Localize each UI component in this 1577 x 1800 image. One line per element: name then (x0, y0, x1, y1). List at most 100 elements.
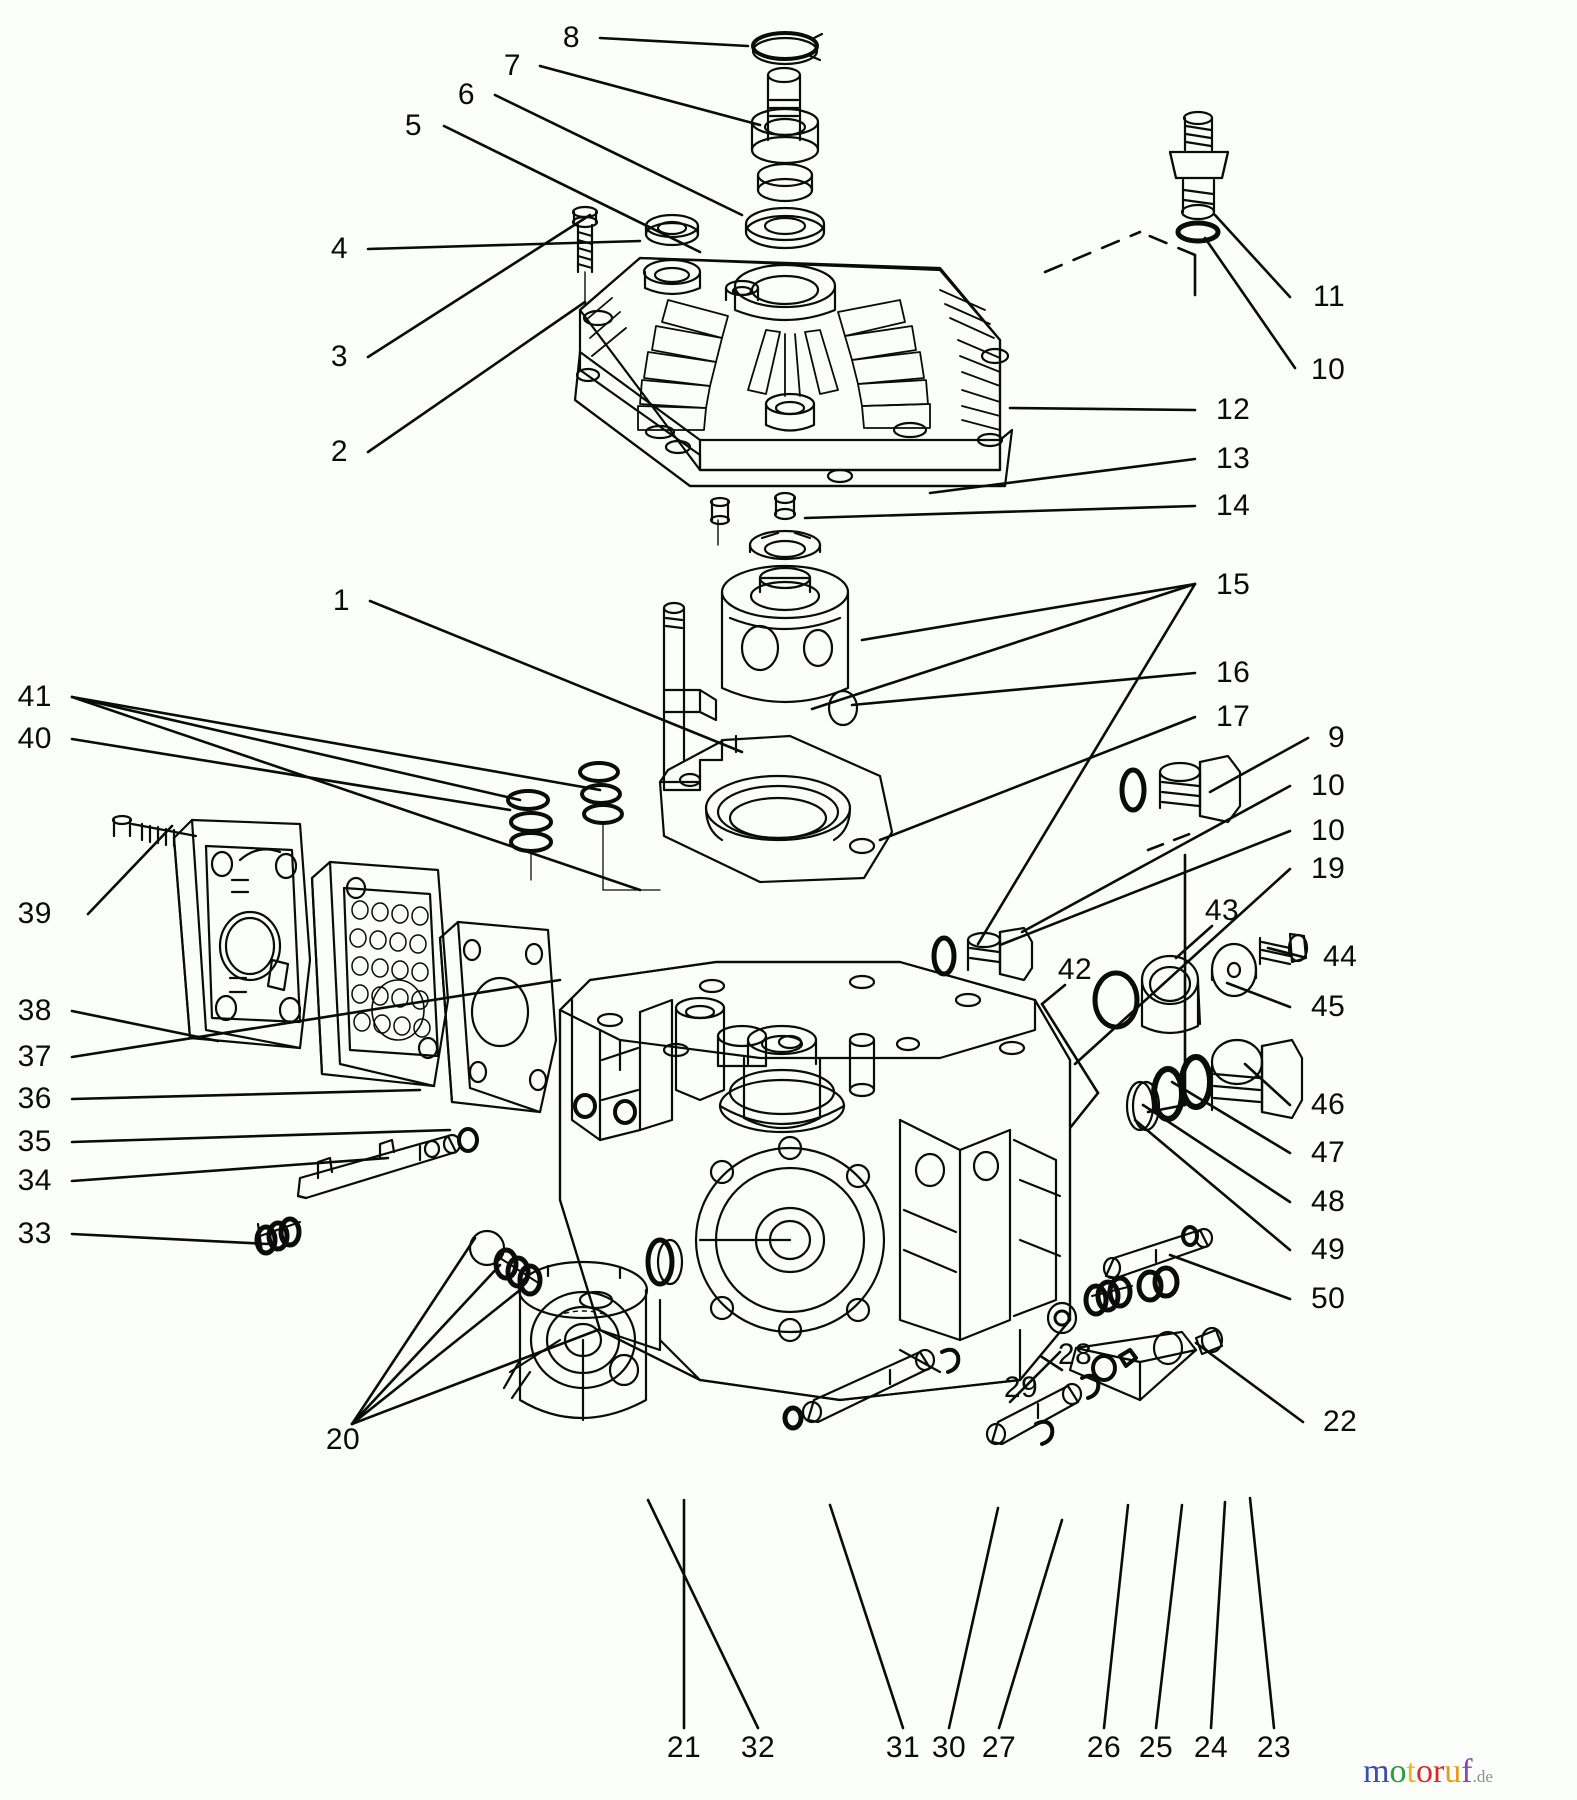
part-spring-33 (254, 1216, 302, 1256)
callout-number-9: 9 (1328, 721, 1346, 754)
callout-number-20: 20 (325, 1423, 361, 1456)
part-oring-10-top (1175, 220, 1221, 244)
part-spring-28 (1083, 1265, 1180, 1317)
watermark-letter: m (1363, 1753, 1390, 1790)
callout-number-47: 47 (1311, 1136, 1346, 1169)
part-seal-ring-3 (644, 213, 700, 247)
callout-number-8: 8 (562, 21, 580, 54)
watermark-letter: u (1444, 1753, 1462, 1790)
callout-number-29: 29 (1003, 1371, 1039, 1404)
part-retaining-ring-30 (940, 1347, 961, 1374)
part-relief-valve-46 (1125, 1038, 1304, 1132)
callout-number-37: 37 (17, 1040, 52, 1073)
part-plug-9 (1119, 754, 1242, 824)
callout-number-30: 30 (931, 1731, 967, 1764)
callout-number-25: 25 (1138, 1731, 1174, 1764)
part-snap-ring-8 (751, 31, 824, 66)
site-watermark: motoruf.de (1363, 1755, 1493, 1789)
callout-number-36: 36 (17, 1082, 52, 1115)
callout-number-11: 11 (1313, 280, 1346, 313)
callout-number-3: 3 (330, 340, 348, 373)
callout-number-46: 46 (1311, 1088, 1346, 1121)
callout-number-38: 38 (17, 994, 52, 1027)
callout-number-21: 21 (666, 1731, 702, 1764)
callout-number-15: 15 (1216, 568, 1251, 601)
watermark-letter: o (1389, 1753, 1407, 1790)
callout-number-13: 13 (1216, 442, 1251, 475)
callout-number-50: 50 (1311, 1282, 1346, 1315)
part-pin-13 (709, 496, 731, 546)
watermark-letter: t (1406, 1753, 1416, 1790)
part-washer-29 (1046, 1301, 1078, 1335)
part-hose-fitting-11 (1168, 110, 1230, 221)
watermark-tld: .de (1472, 1767, 1493, 1786)
part-spring-ball-20 (468, 1229, 543, 1297)
part-shaft-27 (985, 1382, 1083, 1446)
part-seal-ring-21 (645, 1237, 684, 1287)
callout-number-14: 14 (1216, 489, 1251, 522)
callout-number-6: 6 (457, 78, 475, 111)
callout-number-1: 1 (332, 584, 350, 617)
callout-number-22: 22 (1323, 1405, 1358, 1438)
part-input-shaft-7 (766, 66, 802, 142)
part-bolt-4 (571, 205, 599, 311)
callout-number-2: 2 (330, 435, 348, 468)
callout-number-23: 23 (1256, 1731, 1292, 1764)
part-thrust-washer-15 (748, 529, 822, 561)
part-bolt-39 (111, 814, 198, 848)
callout-number-42: 42 (1057, 953, 1093, 986)
callout-number-10: 10 (1311, 769, 1346, 802)
watermark-letter: o (1415, 1753, 1433, 1790)
part-bearing-6 (750, 107, 820, 203)
callout-number-5: 5 (404, 109, 422, 142)
callout-number-31: 31 (885, 1731, 921, 1764)
callout-number-16: 16 (1216, 656, 1251, 689)
callout-number-7: 7 (503, 49, 521, 82)
callout-number-24: 24 (1193, 1731, 1229, 1764)
callout-number-45: 45 (1311, 990, 1346, 1023)
callout-number-17: 17 (1216, 700, 1251, 733)
part-orings-40-41 (506, 761, 661, 891)
callout-number-27: 27 (981, 1731, 1017, 1764)
callout-number-34: 34 (17, 1164, 52, 1197)
callout-number-12: 12 (1216, 393, 1251, 426)
callout-number-28: 28 (1057, 1338, 1093, 1371)
callout-number-26: 26 (1086, 1731, 1122, 1764)
callout-number-43: 43 (1204, 894, 1240, 927)
part-clutch-shaft-22 (1068, 1326, 1224, 1402)
part-bolt-44 (1258, 932, 1309, 966)
callout-number-35: 35 (17, 1125, 52, 1158)
part-pin-14 (773, 491, 797, 521)
part-swash-plate-17 (658, 734, 894, 884)
watermark-letter: f (1461, 1753, 1473, 1790)
callout-number-48: 48 (1311, 1185, 1346, 1218)
part-seal-5 (744, 206, 826, 250)
callout-number-40: 40 (17, 722, 52, 755)
part-retaining-ring-27b (1034, 1373, 1101, 1446)
part-ball-16 (827, 689, 859, 727)
part-oring-42 (1092, 970, 1140, 1030)
callout-number-10: 10 (1311, 814, 1346, 847)
callout-number-19: 19 (1311, 852, 1346, 885)
part-control-shaft-1 (658, 601, 718, 792)
part-washer-45 (1210, 942, 1258, 998)
callout-number-10: 10 (1311, 353, 1346, 386)
part-pump-rotor-20 (502, 1260, 649, 1422)
part-transaxle-case-19 (558, 960, 1072, 1402)
part-control-rod-34 (296, 1127, 479, 1200)
callout-number-41: 41 (17, 680, 52, 713)
watermark-letter: r (1432, 1753, 1445, 1790)
callout-number-4: 4 (330, 232, 348, 265)
part-shaft-31 (782, 1348, 936, 1431)
part-gasket-36 (438, 920, 558, 1114)
callout-number-33: 33 (17, 1217, 52, 1250)
part-filter-cover-38 (172, 818, 312, 1050)
callout-number-44: 44 (1323, 940, 1358, 973)
part-filter-screen-37 (310, 860, 450, 1088)
callout-number-39: 39 (17, 897, 52, 930)
part-center-housing-12 (573, 256, 1014, 488)
callout-number-49: 49 (1311, 1233, 1346, 1266)
part-plug-lower-9 (931, 926, 1034, 982)
